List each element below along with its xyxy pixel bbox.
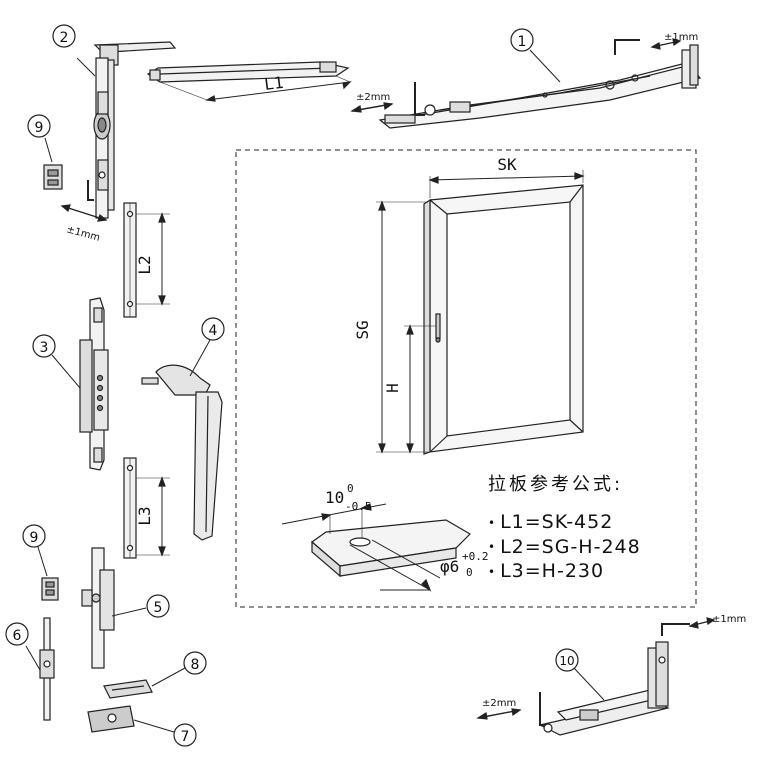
formula-panel: 拉板参考公式: L1=SK-452 L2=SG-H-248 L3=H-230 — [488, 470, 738, 584]
callout-9-upper: 9 — [35, 120, 44, 136]
part-1-friction-stay — [378, 39, 702, 129]
dim-sg: SG — [353, 320, 372, 339]
adjust-arrow-stay-1mm — [650, 38, 682, 50]
formula-l3: L3=H-230 — [488, 559, 738, 584]
adjust-arrow-stay-2mm — [350, 102, 394, 113]
dim-hole-diameter: φ6 — [440, 557, 459, 576]
dim-l2: L2 — [135, 255, 154, 274]
callout-circle-5 — [146, 594, 170, 618]
part-9-keeper-lower — [37, 546, 59, 601]
part-3-drive-gear — [51, 297, 109, 471]
callout-4: 4 — [209, 323, 218, 339]
callout-7: 7 — [181, 729, 190, 745]
part-10-bottom-stay — [538, 623, 690, 736]
callout-circle-2 — [52, 24, 76, 48]
dim-slot-lower: -0.5 — [345, 500, 372, 513]
part-4-handle — [141, 339, 223, 541]
callout-circle-6 — [5, 622, 29, 646]
adjust-arrow-bottom-1mm — [688, 617, 716, 629]
callout-circle-8 — [183, 651, 207, 675]
label-bottom-1mm: ±1mm — [712, 614, 746, 625]
formula-l1: L1=SK-452 — [488, 510, 738, 535]
dim-h: H — [383, 383, 402, 393]
callout-5: 5 — [154, 600, 163, 616]
rod-slot-detail — [281, 503, 471, 592]
label-stay-1mm: ±1mm — [664, 32, 698, 43]
dim-hole-lower: 0 — [466, 566, 473, 579]
label-bottom-2mm: ±2mm — [482, 698, 516, 709]
callout-3: 3 — [40, 340, 49, 356]
rod-l1 — [146, 61, 352, 102]
callout-2: 2 — [60, 30, 69, 46]
callout-8: 8 — [191, 657, 200, 673]
callout-circle-9a — [27, 114, 51, 138]
dim-slot-upper: 0 — [347, 482, 354, 495]
dim-slot-width: 10 — [325, 488, 344, 507]
callout-circle-4 — [201, 317, 225, 341]
part-2-corner-hinge — [76, 41, 177, 219]
callout-10: 10 — [559, 654, 574, 668]
label-stay-2mm: ±2mm — [356, 92, 390, 103]
label-hinge-1mm: ±1mm — [65, 224, 101, 243]
sash-drawing — [423, 184, 584, 455]
sash-detail-frame — [235, 149, 697, 608]
dim-l1: L1 — [263, 73, 284, 94]
dim-sk: SK — [497, 155, 517, 174]
callout-9-lower: 9 — [30, 530, 39, 546]
part-7-anti-lift — [87, 705, 175, 733]
callout-circle-9b — [22, 524, 46, 548]
callout-circle-7 — [173, 723, 197, 747]
formula-title: 拉板参考公式: — [488, 474, 624, 495]
callout-circle-3 — [32, 334, 56, 358]
part-9-keeper-upper — [43, 137, 63, 190]
callout-circle-10 — [555, 648, 579, 672]
dim-h-line — [404, 324, 436, 454]
dim-l3: L3 — [135, 506, 154, 525]
formula-l2: L2=SG-H-248 — [488, 535, 738, 560]
adjust-arrow-hinge-1mm — [60, 204, 108, 222]
part-6-lock-rod — [25, 617, 55, 721]
dim-sk-line — [428, 170, 585, 198]
rod-l2 — [123, 202, 170, 318]
rod-l3 — [123, 457, 170, 559]
dim-sg-line — [376, 200, 428, 454]
callout-6: 6 — [13, 628, 22, 644]
part-5-lower-hinge — [81, 547, 147, 669]
callout-1: 1 — [518, 34, 527, 50]
dim-hole-upper: +0.2 — [462, 550, 489, 563]
callout-circle-1 — [510, 28, 534, 52]
adjust-arrow-bottom-2mm — [476, 708, 522, 720]
part-8-strike — [103, 667, 186, 699]
